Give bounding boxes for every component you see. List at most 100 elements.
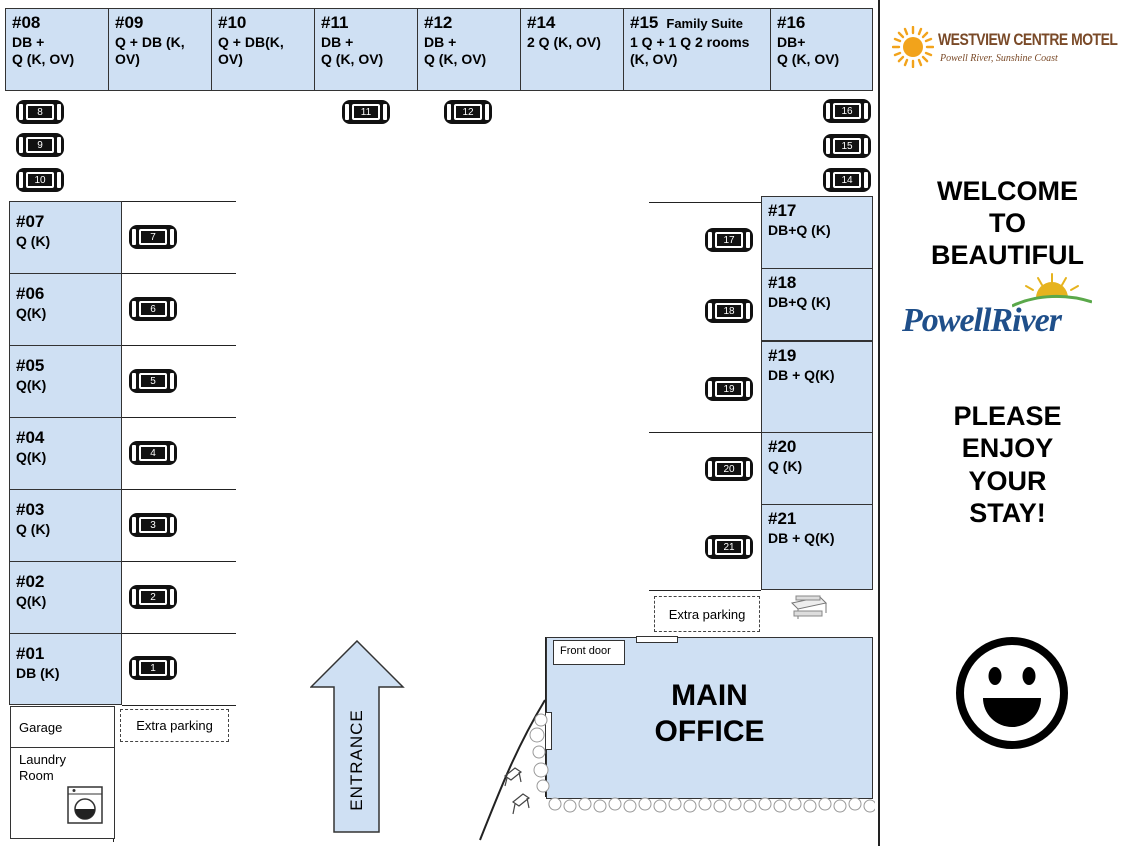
parked-car-icon: 20 [704, 456, 754, 482]
room-beds: DB+ Q (K, OV) [777, 33, 840, 67]
room-beds: DB (K) [16, 664, 60, 681]
parking-spot-number: 11 [360, 106, 372, 118]
room-number: #11 [321, 13, 349, 32]
parked-car-icon: 7 [128, 224, 178, 250]
parking-spot-number: 9 [37, 139, 43, 151]
laundry-room: Laundry Room [10, 747, 115, 839]
parking-spot-number: 10 [34, 174, 46, 186]
parked-car-icon: 14 [822, 167, 872, 193]
parked-car-icon: 9 [15, 132, 65, 158]
landscaping [475, 690, 877, 851]
room-number: #08 [12, 13, 41, 32]
room-number: #20 [768, 437, 797, 456]
room-beds: Q(K) [16, 304, 47, 321]
parking-line [122, 201, 236, 202]
parking-spot-number: 20 [723, 463, 735, 475]
parked-car-icon: 6 [128, 296, 178, 322]
room-beds: DB+Q (K) [768, 293, 831, 310]
motel-logo: WESTVIEW CENTRE MOTEL Powell River, Suns… [891, 25, 1132, 72]
parked-car-icon: 3 [128, 512, 178, 538]
room-number: #05 [16, 356, 45, 375]
room-beds: Q (K) [16, 232, 51, 249]
room-beds: Q + DB (K, OV) [115, 33, 185, 67]
parked-car-icon: 1 [128, 655, 178, 681]
room-number: #02 [16, 572, 45, 591]
room-number: #19 [768, 346, 797, 365]
room-suite-label: Family Suite [666, 16, 743, 31]
room-beds: Q (K) [768, 457, 803, 474]
parking-line [122, 417, 236, 418]
welcome-text: WELCOME TO BEAUTIFUL [931, 176, 1084, 270]
garage: Garage [10, 706, 115, 748]
parking-spot-number: 3 [150, 519, 156, 531]
parking-line [122, 345, 236, 346]
parked-car-icon: 12 [443, 99, 493, 125]
parked-car-icon: 21 [704, 534, 754, 560]
front-door-label: Front door [560, 645, 611, 657]
parking-spot-number: 7 [150, 231, 156, 243]
parked-car-icon: 8 [15, 99, 65, 125]
room-beds: DB + Q(K) [768, 366, 835, 383]
parking-line [649, 590, 761, 591]
main-office-label: MAIN OFFICE [654, 679, 765, 748]
room-beds: Q(K) [16, 376, 47, 393]
parking-line [649, 432, 761, 433]
washing-machine-icon [67, 786, 103, 827]
parking-line [649, 202, 761, 203]
parking-spot-number: 18 [723, 305, 735, 317]
parking-spot-number: 5 [150, 375, 156, 387]
office-door-marker [636, 636, 678, 643]
parking-spot-number: 12 [462, 106, 474, 118]
parking-spot-number: 21 [723, 541, 735, 553]
room-number: #03 [16, 500, 45, 519]
room-beds: Q(K) [16, 448, 47, 465]
extra-parking-right: Extra parking [654, 596, 760, 632]
room-number: #18 [768, 273, 797, 292]
room-beds: DB + Q (K, OV) [321, 33, 384, 67]
parking-line [122, 633, 236, 634]
parked-car-icon: 2 [128, 584, 178, 610]
room-number: #04 [16, 428, 45, 447]
room-number: #12 [424, 13, 453, 32]
room-11: #11 DB + Q (K, OV) [314, 8, 418, 91]
room-beds: 1 Q + 1 Q 2 rooms (K, OV) [630, 33, 750, 67]
room-number: #09 [115, 13, 144, 32]
parking-line [122, 273, 236, 274]
room-beds: DB + Q (K, OV) [12, 33, 75, 67]
room-beds: DB+Q (K) [768, 221, 831, 238]
panel-divider [878, 0, 880, 846]
room-number: #10 [218, 13, 247, 32]
room-number: #01 [16, 644, 45, 663]
parking-spot-number: 16 [841, 105, 853, 117]
parked-car-icon: 15 [822, 133, 872, 159]
parked-car-icon: 10 [15, 167, 65, 193]
parking-spot-number: 19 [723, 383, 735, 395]
room-beds: 2 Q (K, OV) [527, 33, 601, 50]
parked-car-icon: 18 [704, 298, 754, 324]
parked-car-icon: 17 [704, 227, 754, 253]
logo-text: PowellRiver [902, 302, 1062, 339]
entrance-arrow: ENTRANCE [309, 639, 405, 840]
garage-label: Garage [19, 719, 63, 735]
parking-spot-number: 6 [150, 303, 156, 315]
room-number: #16 [777, 13, 806, 32]
parked-car-icon: 4 [128, 440, 178, 466]
room-number: #17 [768, 201, 797, 220]
room-number: #07 [16, 212, 45, 231]
motel-tagline: Powell River, Sunshine Coast [940, 53, 1058, 64]
room-beds: DB + Q (K, OV) [424, 33, 487, 67]
extra-parking-left: Extra parking [120, 709, 229, 742]
parked-car-icon: 16 [822, 98, 872, 124]
front-door: Front door [553, 640, 625, 665]
